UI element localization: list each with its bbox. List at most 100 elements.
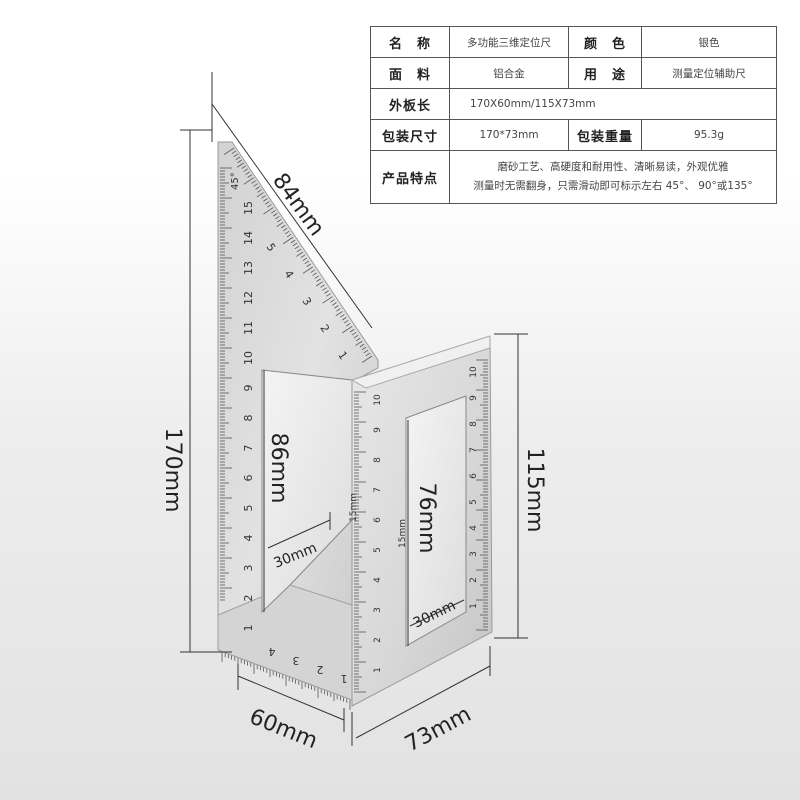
hyp-tick xyxy=(265,201,270,205)
hyp-tick xyxy=(332,302,337,306)
bottom-ruler-number: 3 xyxy=(293,654,300,667)
hyp-tick xyxy=(247,174,252,178)
hyp-tick xyxy=(324,290,329,294)
hyp-tick xyxy=(361,355,373,363)
hyp-tick xyxy=(257,189,262,193)
bottom-ruler-ticks xyxy=(221,652,351,710)
hyp-tick xyxy=(304,260,310,264)
hyp-tick xyxy=(273,213,278,217)
hyp-tick xyxy=(294,245,300,250)
left-ruler-number: 5 xyxy=(242,505,255,512)
left-ruler-number: 13 xyxy=(242,261,255,275)
right-inner-ruler-ticks xyxy=(476,359,488,631)
hypotenuse-ruler-ticks xyxy=(223,147,373,363)
hyp-tick xyxy=(312,272,318,276)
left-ruler-number: 8 xyxy=(242,415,255,422)
right-ruler-number: 4 xyxy=(373,577,383,583)
left-ruler-number: 9 xyxy=(242,385,255,392)
bottom-ruler-number: 2 xyxy=(317,663,324,676)
hyp-tick xyxy=(276,218,282,223)
hyp-tick xyxy=(343,320,349,324)
right-ruler-number: 9 xyxy=(373,427,383,433)
hyp-tick xyxy=(243,177,254,185)
spec-row-material: 面 料 铝合金 用 途 测量定位辅助尺 xyxy=(370,57,777,89)
hyp-tick xyxy=(365,352,371,357)
right-ruler-number: 10 xyxy=(373,394,383,406)
dimension-lines xyxy=(180,72,528,746)
hyp-tick xyxy=(300,254,306,259)
hyp-tick xyxy=(316,278,321,282)
hyp-tick xyxy=(315,281,323,287)
dim-60-line xyxy=(237,675,345,721)
hyp-tick xyxy=(276,221,284,228)
hyp-tick xyxy=(359,343,365,348)
hyp-tick xyxy=(231,150,237,155)
right-far-ruler-number: 8 xyxy=(469,421,479,427)
dim-30a-line xyxy=(267,519,331,549)
right-panel xyxy=(350,335,493,707)
outer-label: 外板长 xyxy=(370,88,450,120)
left-panel xyxy=(217,141,379,701)
dim-73-line xyxy=(355,665,491,739)
hyp-tick xyxy=(355,340,363,346)
bottom-ruler-number: 4 xyxy=(269,645,276,658)
hyp-tick xyxy=(296,248,302,253)
hyp-tick xyxy=(335,311,343,317)
right-ruler-number: 8 xyxy=(373,457,383,463)
right-ruler-number: 5 xyxy=(373,547,383,553)
hyp-tick xyxy=(326,293,331,297)
hyp-tick xyxy=(223,147,235,155)
right-far-ruler-number: 9 xyxy=(469,395,479,401)
hyp-tick xyxy=(363,349,369,354)
dim-86-label: 86mm xyxy=(266,433,291,504)
right-far-ruler-number: 6 xyxy=(469,473,479,479)
spec-row-features: 产品特点 磨砂工艺、高硬度和耐用性、清晰易读，外观优雅 测量时无需翻身，只需滑动… xyxy=(370,150,777,204)
hyp-tick xyxy=(322,296,333,304)
right-far-ruler-number: 1 xyxy=(469,603,479,609)
right-ruler-number: 1 xyxy=(373,667,383,673)
hyp-tick xyxy=(302,257,308,262)
dim-73-label: 73mm xyxy=(401,702,475,757)
features-value: 磨砂工艺、高硬度和耐用性、清晰易读，外观优雅 测量时无需翻身，只需滑动即可标示左… xyxy=(449,150,777,204)
hyp-tick xyxy=(290,239,296,244)
hyp-tick xyxy=(310,269,316,273)
hyp-tick xyxy=(296,251,304,257)
hyp-tick xyxy=(349,328,355,333)
spec-row-name: 名 称 多功能三维定位尺 颜 色 银色 xyxy=(370,26,777,58)
left-ruler-number: 12 xyxy=(242,291,255,305)
bottom-ruler-numbers: 4 3 2 1 xyxy=(269,645,348,685)
hyp-tick xyxy=(351,331,357,336)
spec-row-package: 包装尺寸 170*73mm 包装重量 95.3g xyxy=(370,119,777,151)
hyp-tick xyxy=(286,233,292,238)
hyp-tick xyxy=(361,346,367,351)
hyp-tick xyxy=(280,224,286,229)
hyp-tick xyxy=(292,242,298,247)
right-ruler-number: 6 xyxy=(373,517,383,523)
hyp-tick xyxy=(245,171,250,175)
left-ruler-number: 15 xyxy=(242,201,255,215)
hyp-tick xyxy=(334,305,339,309)
material-label: 面 料 xyxy=(370,57,450,89)
hyp-tick xyxy=(342,317,347,321)
hyp-tick xyxy=(235,156,241,160)
dim-84-line xyxy=(211,103,373,329)
right-window xyxy=(405,395,467,647)
dim-30b-line xyxy=(409,599,465,627)
hyp-tick xyxy=(255,186,260,190)
hyp-tick xyxy=(336,308,341,312)
bottom-ruler-number: 1 xyxy=(341,672,348,685)
hyp-tick xyxy=(241,165,247,169)
spec-table: 名 称 多功能三维定位尺 颜 色 银色 面 料 铝合金 用 途 测量定位辅助尺 … xyxy=(370,26,777,204)
left-base xyxy=(217,584,353,701)
right-ruler-number: 2 xyxy=(373,637,383,643)
features-line2: 测量时无需翻身，只需滑动即可标示左右 45°、 90°或135° xyxy=(473,180,753,192)
hyp-tick xyxy=(302,266,314,274)
hyp-tick xyxy=(233,153,239,158)
left-ruler-number: 10 xyxy=(242,351,255,365)
hyp-tick xyxy=(282,227,288,232)
hyp-tick xyxy=(263,207,274,215)
hyp-tick xyxy=(320,284,325,288)
hyp-tick xyxy=(355,337,361,342)
right-far-ruler-number: 2 xyxy=(469,577,479,583)
